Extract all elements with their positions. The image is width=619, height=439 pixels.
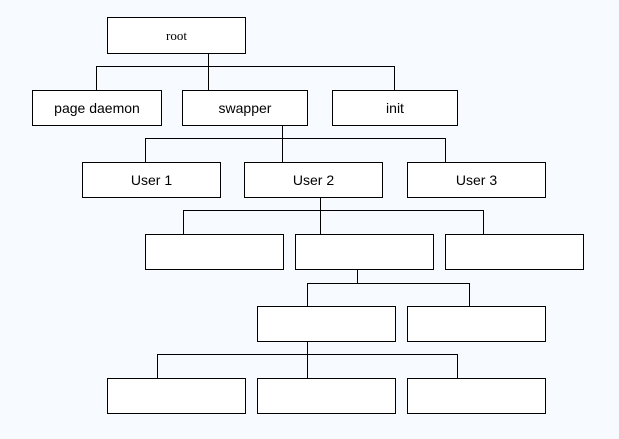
node-level3-left (145, 234, 284, 270)
node-level5-middle (257, 378, 396, 414)
node-level4-right (407, 306, 546, 342)
node-level5-left (107, 378, 246, 414)
node-user-3: User 3 (407, 162, 546, 198)
node-root: root (107, 17, 246, 54)
node-swapper: swapper (182, 90, 308, 126)
node-init: init (332, 90, 458, 126)
node-user-2: User 2 (244, 162, 383, 198)
node-user-1: User 1 (82, 162, 221, 198)
node-page-daemon: page daemon (32, 90, 162, 126)
node-level3-middle (295, 234, 434, 270)
node-level4-left (257, 306, 396, 342)
node-level3-right (445, 234, 584, 270)
node-level5-right (407, 378, 546, 414)
